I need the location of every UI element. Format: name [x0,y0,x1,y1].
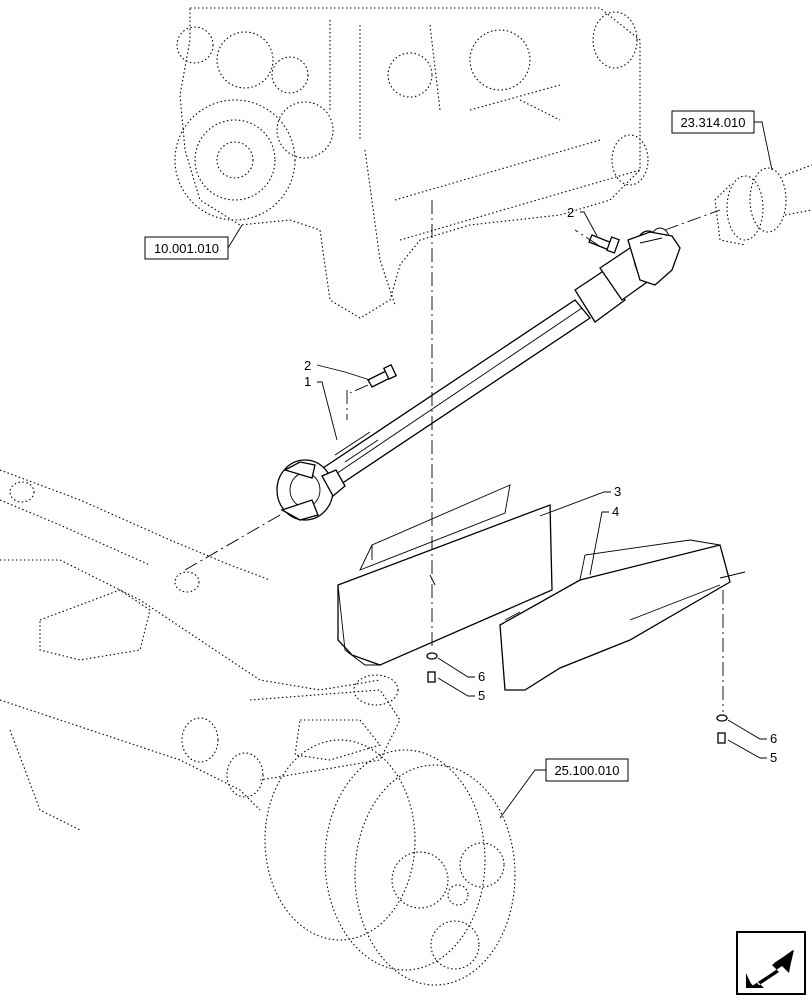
drive-shaft [276,227,681,521]
ref-front-axle-label: 25.100.010 [554,763,619,778]
svg-text:1: 1 [304,374,311,389]
callout-2-upper: 2 [567,205,598,237]
callout-5-a: 5 [437,677,485,703]
callout-2-lower: 2 [304,358,371,381]
svg-text:5: 5 [770,750,777,765]
ref-front-axle[interactable]: 25.100.010 [499,758,629,819]
alignment-lines [184,200,724,712]
ref-engine[interactable]: 10.001.010 [144,224,243,260]
callout-3: 3 [539,484,621,517]
svg-text:4: 4 [612,504,619,519]
shaft-guard-rear [499,539,746,691]
svg-text:2: 2 [567,205,574,220]
callout-6-a: 6 [437,657,485,684]
front-axle-illustration [0,469,516,986]
bolt-upper [588,234,620,254]
svg-text:6: 6 [478,669,485,684]
ref-transmission-label: 23.314.010 [680,115,745,130]
ref-engine-label: 10.001.010 [154,241,219,256]
callout-5-b: 5 [727,739,777,765]
callout-4: 4 [589,504,619,576]
svg-text:2: 2 [304,358,311,373]
engine-illustration [174,7,649,319]
svg-text:6: 6 [770,731,777,746]
svg-text:5: 5 [478,688,485,703]
bolt-lower [367,364,398,388]
callout-6-b: 6 [727,719,777,746]
washer-screw-set-b [716,714,728,744]
washer-screw-set-a [426,652,438,683]
ref-transmission[interactable]: 23.314.010 [671,110,773,171]
shaft-guard-front [337,484,553,666]
arrow-back-icon[interactable] [736,931,806,995]
callout-1: 1 [304,374,338,441]
svg-text:3: 3 [614,484,621,499]
transmission-coupling-illustration [714,164,812,246]
